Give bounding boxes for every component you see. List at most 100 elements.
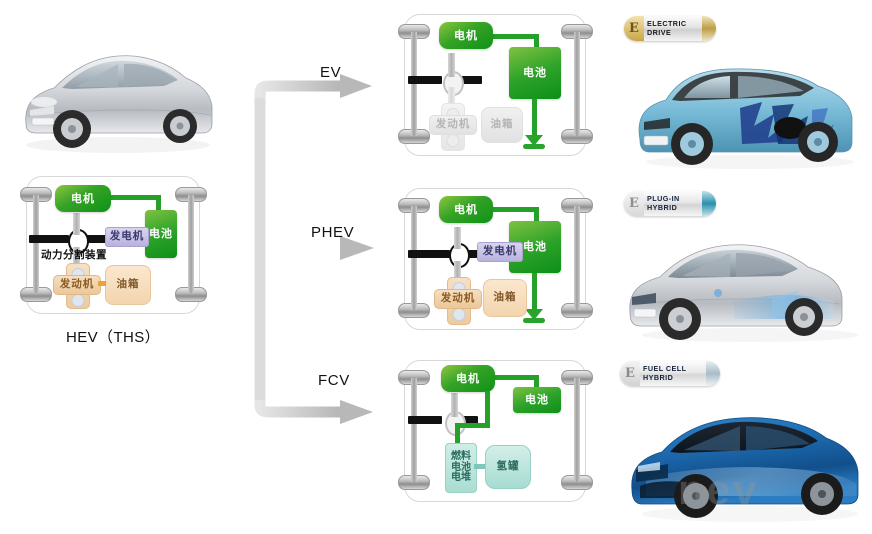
component-engine-inactive: 发动机 <box>429 115 477 135</box>
motor-shaft <box>73 213 80 235</box>
component-battery-label: 电池 <box>525 393 549 407</box>
badge-text: ELECTRIC DRIVE <box>644 18 702 37</box>
wire-battery-down <box>534 34 539 51</box>
component-engine: 发动机 <box>434 289 482 309</box>
wire-stack-up <box>455 423 460 445</box>
chassis-phev: 电机 电池 发电机 发动机 油箱 <box>398 188 593 330</box>
wire-motor-down <box>485 391 490 427</box>
wire-motor-battery <box>489 207 539 212</box>
chassis-hev: 电机 电池 发电机 动力分割装置 发动机 油箱 <box>20 176 207 314</box>
component-motor-label: 电机 <box>454 202 478 216</box>
component-hydrogen-tank-label: 氢罐 <box>496 460 520 473</box>
caption-hev: HEV（THS） <box>66 329 161 346</box>
badge-tail <box>706 361 720 386</box>
component-fuel-tank: 油箱 <box>483 279 527 317</box>
badge-tail <box>702 191 716 216</box>
drive-bar-left <box>29 235 69 243</box>
component-generator-label: 发电机 <box>482 245 518 258</box>
e-emblem-icon: E <box>624 16 644 41</box>
motor-shaft <box>454 227 461 249</box>
badge-line1: PLUG-IN <box>647 193 680 203</box>
arrow-label-phev: PHEV <box>311 224 355 241</box>
drive-bar-right <box>75 235 109 243</box>
wire-motor-battery <box>489 34 539 39</box>
component-generator: 发电机 <box>105 227 149 247</box>
motor-shaft <box>448 53 455 77</box>
component-motor-label: 电机 <box>456 371 480 385</box>
drive-bar-right <box>448 76 482 84</box>
component-fuel-tank-label: 油箱 <box>490 118 514 131</box>
drive-bar-left <box>408 416 442 424</box>
engine-shaft-inactive <box>448 87 455 107</box>
axle-left <box>411 206 417 310</box>
car-hev-prius <box>14 32 219 158</box>
engine-shaft <box>454 261 461 281</box>
motor-shaft <box>451 393 458 417</box>
wire-motor-battery <box>103 195 161 200</box>
drive-bar-right <box>466 250 480 258</box>
component-fuel-tank: 油箱 <box>105 265 151 305</box>
component-motor: 电机 <box>55 185 111 212</box>
axle-left <box>33 195 39 293</box>
charge-plug-icon <box>525 309 543 320</box>
wire-to-stack <box>455 423 490 428</box>
component-motor-label: 电机 <box>71 191 95 205</box>
component-engine-label: 发动机 <box>435 118 471 131</box>
component-engine: 发动机 <box>53 275 101 295</box>
car-ev-iq <box>622 56 870 174</box>
component-fuel-tank-inactive: 油箱 <box>481 107 523 143</box>
axle-left <box>411 32 417 136</box>
badge-text: FUEL CELL HYBRID <box>640 363 706 382</box>
component-battery: 电池 <box>513 387 561 413</box>
car-fcv-concept <box>626 404 872 526</box>
component-engine-label: 发动机 <box>440 292 476 305</box>
e-emblem-icon: E <box>620 361 640 386</box>
wire-battery-down <box>534 207 539 225</box>
stack-tank-link <box>474 464 486 469</box>
charge-plug-base <box>523 144 545 149</box>
charge-plug-base <box>523 318 545 323</box>
component-fuel-cell-stack: 燃料 电池 电堆 <box>445 443 477 493</box>
badge-line2: DRIVE <box>647 27 672 37</box>
component-battery-label: 电池 <box>523 240 547 254</box>
component-generator: 发电机 <box>477 242 523 262</box>
component-motor: 电机 <box>439 22 493 49</box>
component-motor: 电机 <box>441 365 495 392</box>
badge-line2: HYBRID <box>643 372 674 382</box>
fcstack-line3: 电堆 <box>451 472 471 484</box>
axle-right <box>574 378 580 482</box>
component-motor: 电机 <box>439 196 493 223</box>
component-battery-label: 电池 <box>149 227 173 241</box>
badge-text: PLUG-IN HYBRID <box>644 193 702 212</box>
axle-right <box>188 195 194 293</box>
component-battery: 电池 <box>145 210 177 258</box>
badge-line1: FUEL CELL <box>643 363 687 373</box>
badge-plug-in-hybrid: E PLUG-IN HYBRID <box>624 191 716 216</box>
component-battery: 电池 <box>509 47 561 99</box>
drive-bar-left <box>408 250 450 258</box>
component-generator-label: 发电机 <box>109 230 145 243</box>
badge-fuel-cell-hybrid: E FUEL CELL HYBRID <box>620 361 720 386</box>
axle-left <box>411 378 417 482</box>
axle-right <box>574 206 580 310</box>
wire-battery-down <box>156 195 161 213</box>
badge-line1: ELECTRIC <box>647 18 687 28</box>
wire-battery-down <box>534 375 539 389</box>
component-fuel-tank-label: 油箱 <box>116 278 140 291</box>
wire-charge-port <box>532 273 537 313</box>
e-emblem-icon: E <box>624 191 644 216</box>
car-phev-prius <box>622 231 870 349</box>
arrow-group <box>236 74 374 424</box>
component-engine-label: 发动机 <box>59 278 95 291</box>
component-motor-label: 电机 <box>454 28 478 42</box>
wire-charge-port <box>532 99 537 139</box>
chassis-fcv: 电机 电池 燃料 电池 电堆 氢罐 <box>398 360 593 502</box>
component-hydrogen-tank: 氢罐 <box>485 445 531 489</box>
power-split-device-label: 动力分割装置 <box>41 249 107 261</box>
wire-motor-battery <box>491 375 539 380</box>
engine-tank-link <box>98 281 106 286</box>
component-battery-label: 电池 <box>523 66 547 80</box>
component-fuel-tank-label: 油箱 <box>493 291 517 304</box>
engine-shaft <box>73 247 80 267</box>
arrow-label-ev: EV <box>320 64 342 81</box>
